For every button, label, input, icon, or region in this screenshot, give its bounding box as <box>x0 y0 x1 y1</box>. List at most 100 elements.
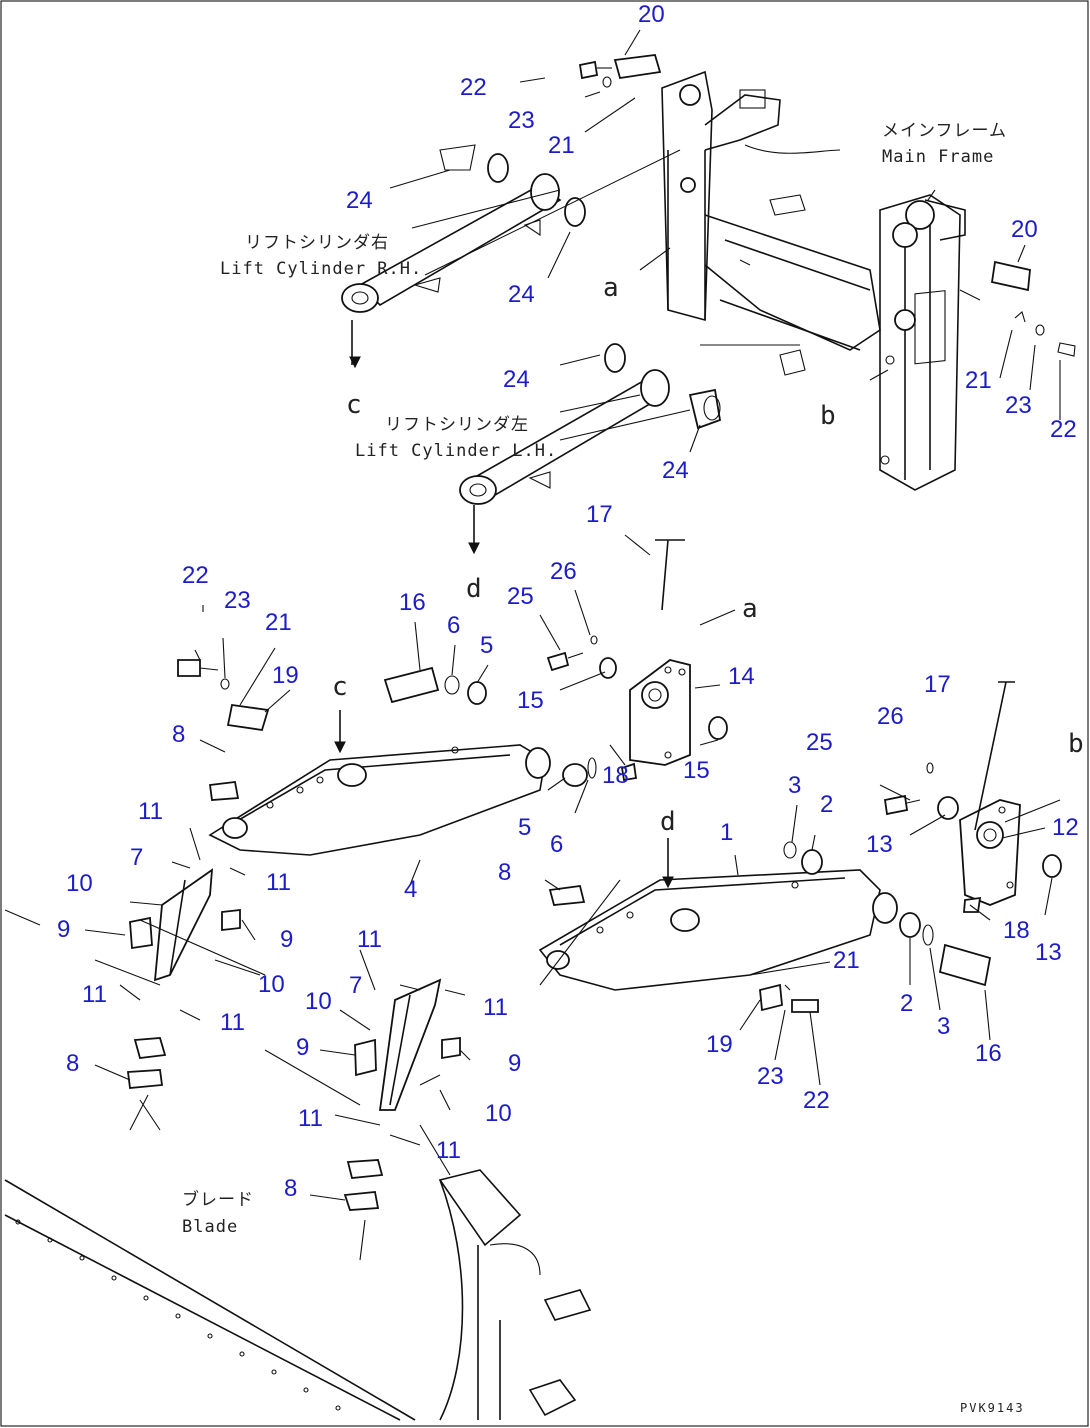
main-frame-drawing <box>661 70 966 491</box>
callout-14: 14 <box>728 663 755 690</box>
callout-11: 11 <box>357 926 382 953</box>
lift-cylinder-lh-label-en: Lift Cylinder L.H. <box>355 441 557 461</box>
callout-8: 8 <box>284 1175 297 1202</box>
callout-13: 13 <box>866 831 893 858</box>
callout-23: 23 <box>757 1063 784 1090</box>
callout-2: 2 <box>820 791 833 818</box>
callout-5: 5 <box>480 632 493 659</box>
ref-letter-b: b <box>820 401 836 431</box>
callout-11: 11 <box>266 869 291 896</box>
blade-label-jp: ブレード <box>182 1189 254 1210</box>
callout-22: 22 <box>1050 416 1077 443</box>
callout-22: 22 <box>182 562 209 589</box>
callout-9: 9 <box>296 1034 309 1061</box>
callout-10: 10 <box>485 1100 512 1127</box>
callout-9: 9 <box>57 916 70 943</box>
callout-15: 15 <box>517 687 544 714</box>
callout-2: 2 <box>900 990 913 1017</box>
callout-20: 20 <box>638 1 665 28</box>
callout-24: 24 <box>346 187 373 214</box>
part-callouts: 20 22 23 21 24 24 20 21 23 22 24 24 17 2… <box>57 1 1079 1202</box>
callout-16: 16 <box>975 1040 1002 1067</box>
bracket-14-drawing <box>629 659 691 766</box>
callout-7: 7 <box>130 844 143 871</box>
callout-9: 9 <box>280 926 293 953</box>
callout-8: 8 <box>172 721 185 748</box>
callout-23: 23 <box>508 107 535 134</box>
callout-19: 19 <box>706 1031 733 1058</box>
ref-letter-d: d <box>660 807 676 837</box>
push-arm-lower-drawing <box>538 869 898 991</box>
callout-22: 22 <box>803 1087 830 1114</box>
callout-24: 24 <box>508 281 535 308</box>
lift-cylinder-rh-label-en: Lift Cylinder R.H. <box>220 259 422 279</box>
lift-cylinder-lh-label-jp: リフトシリンダ左 <box>385 415 529 435</box>
callout-10: 10 <box>305 988 332 1015</box>
ref-letter-a: a <box>603 273 619 303</box>
callout-11: 11 <box>436 1137 461 1164</box>
callout-23: 23 <box>1005 392 1032 419</box>
callout-11: 11 <box>220 1009 245 1036</box>
callout-23: 23 <box>224 587 251 614</box>
callout-20: 20 <box>1011 216 1038 243</box>
callout-13: 13 <box>1035 939 1062 966</box>
callout-6: 6 <box>550 831 563 858</box>
callout-5: 5 <box>518 814 531 841</box>
leader-lines <box>4 29 1061 1261</box>
callout-11: 11 <box>138 798 163 825</box>
lift-cylinder-rh-label-jp: リフトシリンダ右 <box>245 233 389 253</box>
lift-cylinder-lh-drawing <box>459 343 722 505</box>
bracket-12-drawing <box>959 799 1021 906</box>
push-arm-upper-drawing <box>208 744 551 856</box>
ref-letter-c: c <box>332 672 348 702</box>
main-frame-label-jp: メインフレーム <box>882 121 1007 141</box>
callout-21: 21 <box>833 947 860 974</box>
callout-17: 17 <box>924 671 951 698</box>
callout-8: 8 <box>498 859 511 886</box>
callout-21: 21 <box>265 609 292 636</box>
callout-10: 10 <box>258 971 285 998</box>
callout-11: 11 <box>82 981 107 1008</box>
callout-17: 17 <box>586 501 613 528</box>
callout-12: 12 <box>1052 814 1079 841</box>
callout-18: 18 <box>1003 917 1030 944</box>
callout-3: 3 <box>788 772 801 799</box>
blade-label-en: Blade <box>182 1217 238 1237</box>
callout-25: 25 <box>507 583 534 610</box>
callout-4: 4 <box>404 876 417 903</box>
lift-cylinder-rh-drawing <box>341 144 586 313</box>
callout-15: 15 <box>683 757 710 784</box>
japanese-english-labels: メインフレーム Main Frame リフトシリンダ右 Lift Cylinde… <box>182 121 1007 1237</box>
small-parts-drawing <box>126 54 1076 1211</box>
callout-16: 16 <box>399 589 426 616</box>
main-frame-label-en: Main Frame <box>882 147 994 167</box>
callout-11: 11 <box>483 994 508 1021</box>
callout-1: 1 <box>720 819 733 846</box>
callout-3: 3 <box>937 1013 950 1040</box>
callout-26: 26 <box>550 558 577 585</box>
callout-22: 22 <box>460 74 487 101</box>
callout-11: 11 <box>298 1105 323 1132</box>
callout-19: 19 <box>272 662 299 689</box>
callout-24: 24 <box>503 366 530 393</box>
ref-letter-b: b <box>1068 729 1084 759</box>
callout-21: 21 <box>548 132 575 159</box>
ref-letter-d: d <box>466 574 482 604</box>
reference-letters: a a b b c c d d <box>332 273 1084 837</box>
callout-26: 26 <box>877 703 904 730</box>
blade-drawing <box>4 1169 592 1421</box>
callout-10: 10 <box>66 870 93 897</box>
callout-9: 9 <box>508 1050 521 1077</box>
callout-24: 24 <box>662 457 689 484</box>
callout-6: 6 <box>447 612 460 639</box>
ref-letter-c: c <box>346 390 362 420</box>
ref-letter-a: a <box>742 594 758 624</box>
callout-7: 7 <box>349 972 362 999</box>
callout-8: 8 <box>66 1050 79 1077</box>
callout-21: 21 <box>965 367 992 394</box>
callout-25: 25 <box>806 729 833 756</box>
figure-code: PVK9143 <box>960 1401 1025 1415</box>
